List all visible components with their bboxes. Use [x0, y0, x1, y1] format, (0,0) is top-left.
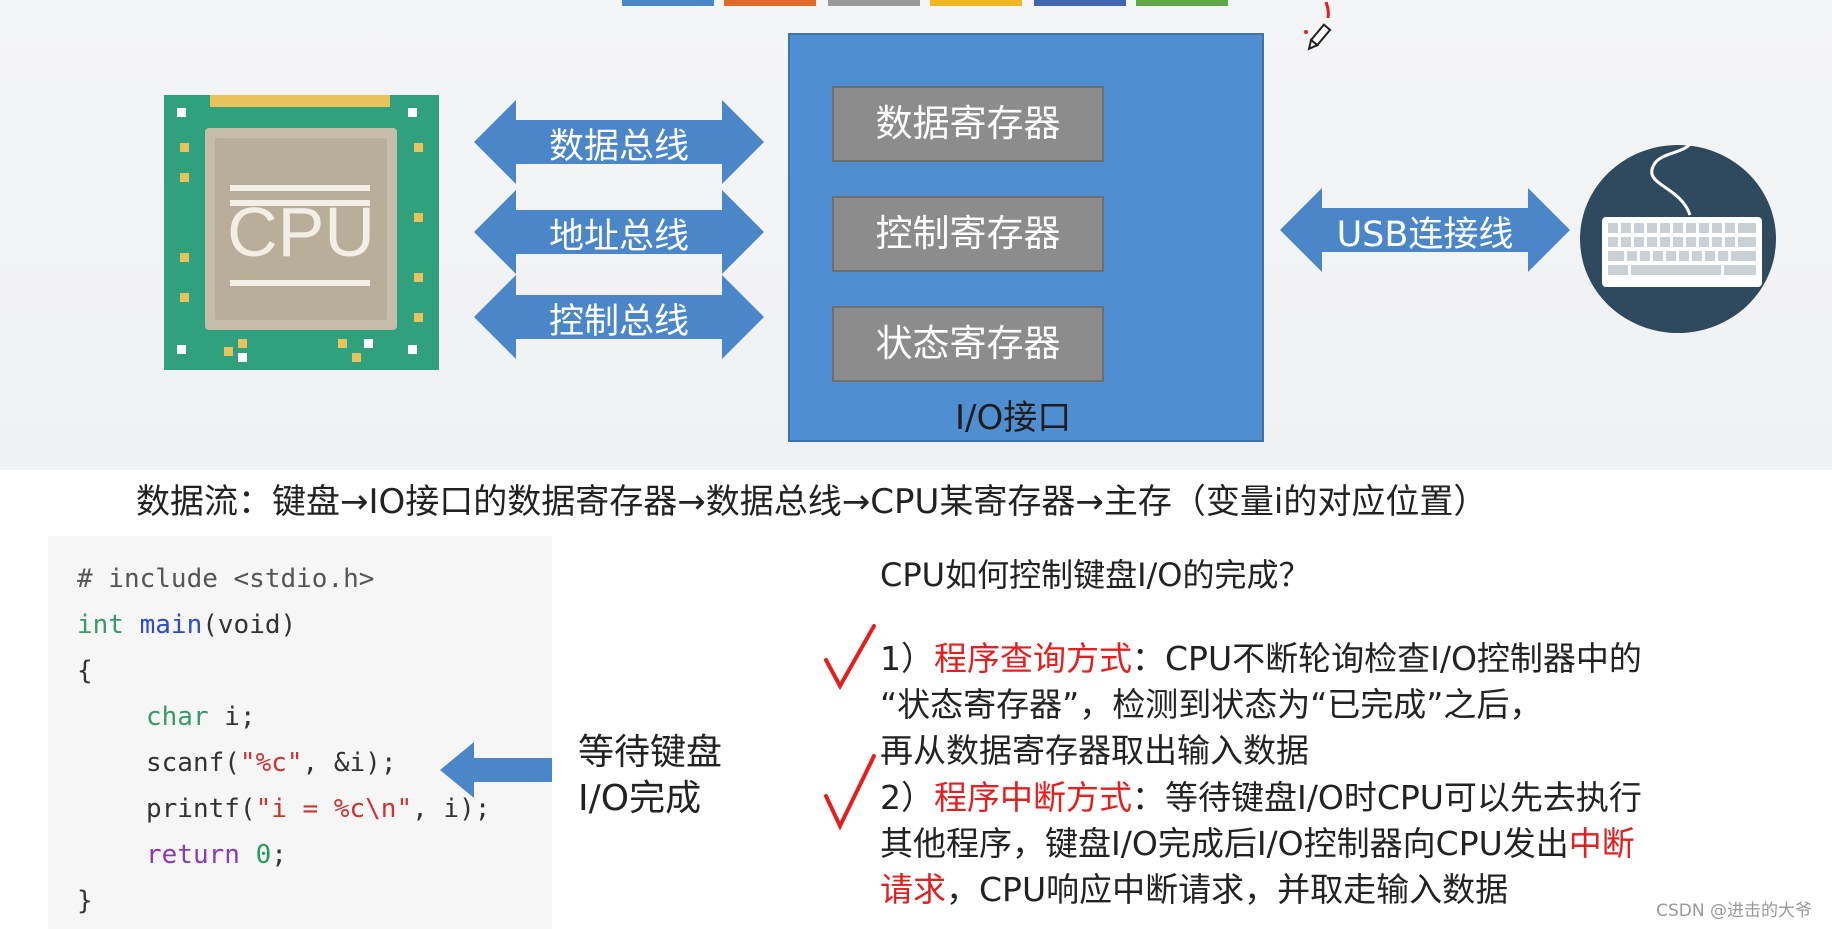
cpu-top-strip	[210, 95, 390, 107]
color-bar-1	[622, 0, 714, 6]
checkmark-1-icon	[824, 624, 876, 691]
code-void: (void)	[202, 610, 297, 640]
wait-keyboard-label: 等待键盘 I/O完成	[578, 730, 722, 822]
method2-text2a: 其他程序，键盘I/O完成后I/O控制器向CPU发出	[880, 824, 1569, 863]
code-line-8: }	[77, 886, 93, 916]
code-line-3: {	[77, 656, 93, 686]
checkmark-2-icon	[824, 754, 876, 831]
method2-text2b: 中断	[1568, 824, 1635, 863]
control-register: 控制寄存器	[832, 196, 1104, 272]
data-register: 数据寄存器	[832, 86, 1104, 162]
address-bus-label: 地址总线	[548, 217, 689, 257]
code-brace-open: {	[77, 656, 93, 686]
cpu-label: CPU	[227, 193, 375, 271]
method2-prefix: 2）	[880, 778, 934, 817]
dataflow-description: 数据流：键盘→IO接口的数据寄存器→数据总线→CPU某寄存器→主存（变量i的对应…	[136, 482, 1488, 522]
usb-cable-label: USB连接线	[1336, 215, 1514, 255]
code-char: char	[146, 702, 209, 732]
cpu-core-inner	[215, 138, 387, 320]
code-scanf-rest: , &i);	[302, 748, 397, 778]
code-scanf: scanf(	[146, 748, 240, 778]
method2-name: 程序中断方式	[934, 778, 1132, 817]
scanf-pointer-arrow	[440, 742, 552, 798]
method2-line3: 请求，CPU响应中断请求，并取走输入数据	[880, 867, 1508, 912]
io-interface-title: I/O接口	[955, 398, 1072, 438]
color-bar-3	[828, 0, 920, 6]
cpu-line-mid	[230, 200, 370, 206]
cpu-line-top	[230, 185, 370, 191]
code-scanf-str: "%c"	[239, 748, 303, 778]
color-bar-4	[930, 0, 1022, 6]
method1-name: 程序查询方式	[934, 639, 1132, 678]
data-bus-label: 数据总线	[548, 127, 689, 167]
method1-text1: ：CPU不断轮询检查I/O控制器中的	[1132, 639, 1642, 678]
code-include: # include <stdio.h>	[77, 564, 375, 594]
question-heading: CPU如何控制键盘I/O的完成？	[880, 556, 1311, 594]
color-bar-5	[1034, 0, 1126, 6]
code-printf: printf(	[146, 794, 256, 824]
keyboard-icon	[1580, 145, 1776, 333]
method2-text1: ：等待键盘I/O时CPU可以先去执行	[1132, 778, 1642, 817]
code-line-2: int main(void)	[77, 610, 296, 640]
code-line-5: scanf("%c", &i);	[146, 748, 396, 778]
color-bar-2	[724, 0, 816, 6]
code-line-1: # include <stdio.h>	[77, 564, 374, 594]
status-register: 状态寄存器	[832, 306, 1104, 382]
code-return-rest: ;	[271, 840, 287, 870]
code-zero: 0	[255, 840, 272, 870]
address-bus-arrow	[474, 190, 764, 274]
data-bus-arrow	[474, 100, 764, 184]
usb-cable-arrow	[1280, 188, 1570, 272]
control-bus-label: 控制总线	[548, 302, 689, 342]
code-printf-rest: , i);	[412, 794, 491, 824]
method1-line3: 再从数据寄存器取出输入数据	[880, 731, 1309, 770]
method1-line1: 1）程序查询方式：CPU不断轮询检查I/O控制器中的	[880, 636, 1642, 681]
code-line-4: char i;	[146, 702, 256, 732]
wait-label-line1: 等待键盘	[578, 732, 723, 773]
code-return: return	[146, 840, 240, 870]
code-panel	[48, 536, 552, 929]
code-main: main	[139, 610, 203, 640]
pen-cursor-icon	[1304, 1, 1332, 51]
code-brace-close: }	[77, 886, 93, 916]
code-line-7: return 0;	[146, 840, 287, 870]
control-bus-arrow	[474, 275, 764, 359]
method2-line1: 2）程序中断方式：等待键盘I/O时CPU可以先去执行	[880, 775, 1642, 820]
method1-prefix: 1）	[880, 639, 934, 678]
code-line-6: printf("i = %c\n", i);	[146, 794, 490, 824]
code-printf-str: "i = %c\n"	[255, 794, 413, 824]
method2-text3a: 请求	[880, 870, 946, 909]
code-int: int	[77, 610, 124, 640]
method2-line2: 其他程序，键盘I/O完成后I/O控制器向CPU发出中断	[880, 821, 1635, 866]
method2-text3b: ，CPU响应中断请求，并取走输入数据	[946, 870, 1509, 909]
color-bar-6	[1136, 0, 1228, 6]
method1-line2: “状态寄存器”，检测到状态为“已完成”之后，	[880, 685, 1543, 724]
code-char-rest: i;	[208, 702, 256, 732]
wait-label-line2: I/O完成	[578, 778, 702, 819]
watermark: CSDN @进击的大爷	[1656, 901, 1812, 921]
cpu-line-bottom	[230, 280, 370, 286]
